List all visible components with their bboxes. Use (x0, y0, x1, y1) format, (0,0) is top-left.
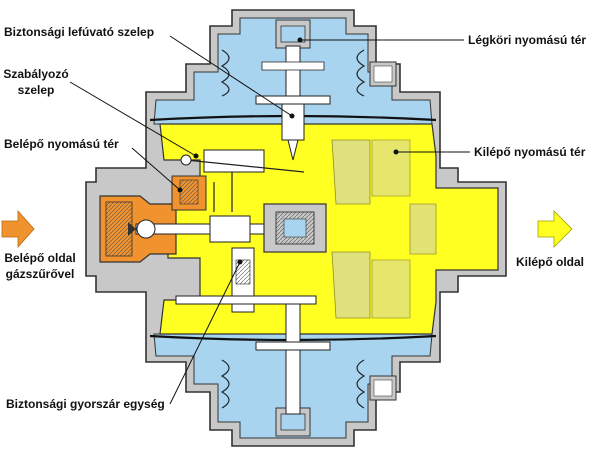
label-outlet-chamber: Kilépő nyomású tér (474, 145, 586, 159)
label-inlet-side-1: Belépő oldal (4, 251, 75, 265)
leader-lines (69, 35, 470, 405)
outlet-flow-arrow (537, 210, 573, 248)
label-safety-shutoff: Biztonsági gyorszár egység (6, 397, 165, 411)
shutoff-stem (175, 247, 366, 415)
regulator-linkage (180, 149, 305, 212)
label-inlet-chamber: Belépő nyomású tér (4, 137, 119, 151)
label-atmospheric-chamber: Légköri nyomású tér (468, 33, 586, 47)
label-regulator-valve-2: szelep (18, 83, 55, 97)
label-outlet-side: Kilépő oldal (516, 255, 584, 269)
internal-ribs (331, 139, 437, 319)
inlet-flow-arrow (1, 209, 35, 249)
side-plugs (369, 61, 397, 401)
label-safety-relief-valve: Biztonsági lefúvató szelep (4, 25, 154, 39)
callout-labels: Biztonsági lefúvató szelep Légköri nyomá… (3, 25, 586, 411)
label-regulator-valve-1: Szabályozó (3, 67, 68, 81)
central-spindle (128, 203, 327, 253)
label-inlet-side-2: gázszűrővel (6, 267, 75, 281)
